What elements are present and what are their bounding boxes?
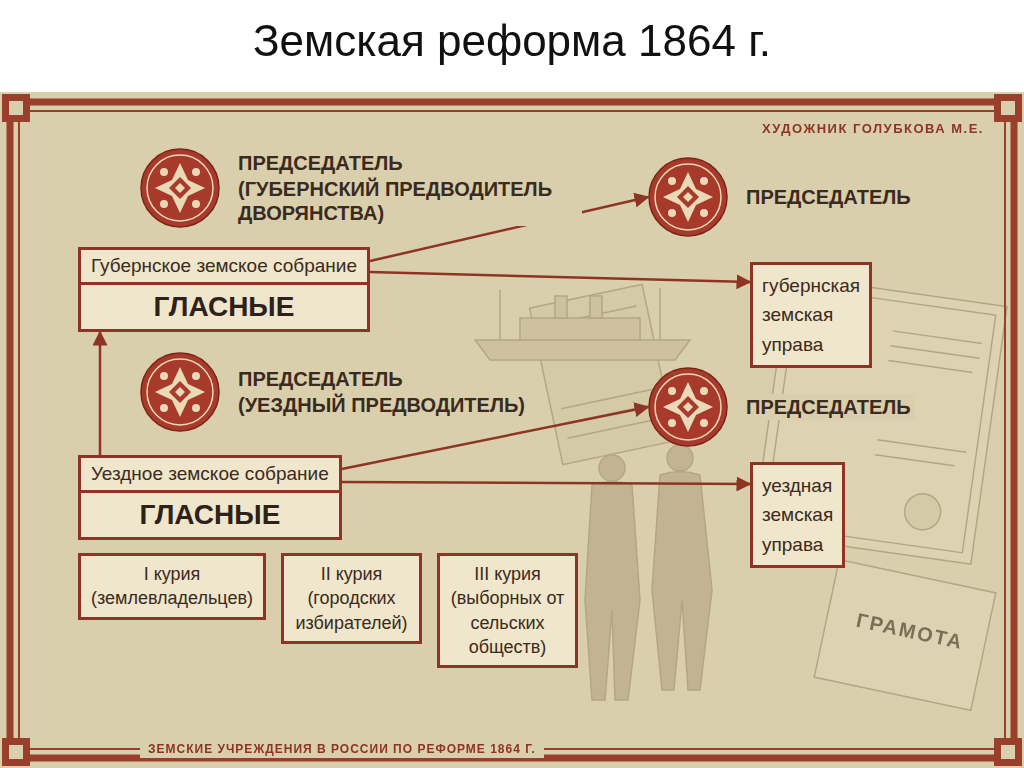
- node-heading: III курия: [449, 562, 566, 586]
- curia-box: I курия(землевладельцев): [78, 553, 266, 620]
- board-box: уездная земская управа: [750, 462, 845, 568]
- node-text: (УЕЗДНЫЙ ПРЕДВОДИТЕЛЬ): [234, 392, 529, 418]
- ornament-circle: [648, 367, 728, 447]
- chairman-emblem: ПРЕДСЕДАТЕЛЬ: [648, 367, 915, 447]
- node-heading: II курия: [293, 562, 410, 586]
- frame-corners: [2, 94, 1022, 766]
- ornament-disc: [649, 158, 727, 236]
- chairman-label: ПРЕДСЕДАТЕЛЬ(УЕЗДНЫЙ ПРЕДВОДИТЕЛЬ): [234, 366, 529, 418]
- node-heading: Уездное земское собрание: [81, 458, 339, 493]
- ornament-circle: [648, 157, 728, 237]
- ornament-disc: [141, 353, 219, 431]
- curia-box: III курия(выборных от сельских обществ): [437, 553, 578, 668]
- arrow-connector: [99, 332, 102, 455]
- artist-credit: ХУДОЖНИК ГОЛУБКОВА М.Е.: [762, 121, 984, 136]
- assembly-box: Уездное земское собраниеГЛАСНЫЕ: [78, 455, 342, 540]
- paper-sheet: [814, 560, 995, 711]
- chairman-label: ПРЕДСЕДАТЕЛЬ(ГУБЕРНСКИЙ ПРЕДВОДИТЕЛЬ ДВО…: [234, 150, 582, 226]
- chairman-emblem: ПРЕДСЕДАТЕЛЬ: [648, 157, 915, 237]
- node-text: ГЛАСНЫЕ: [81, 285, 367, 329]
- chairman-label: ПРЕДСЕДАТЕЛЬ: [742, 394, 915, 420]
- ornament-pattern: [155, 163, 205, 213]
- chairman-emblem: ПРЕДСЕДАТЕЛЬ(ГУБЕРНСКИЙ ПРЕДВОДИТЕЛЬ ДВО…: [140, 148, 582, 228]
- node-heading: Губернское земское собрание: [81, 250, 367, 285]
- node-text: (землевладельцев): [90, 586, 254, 610]
- ornament-ring: [147, 359, 213, 425]
- node-heading: губернская земская управа: [762, 271, 860, 359]
- board-box: губернская земская управа: [750, 262, 872, 368]
- node-heading: I курия: [90, 562, 254, 586]
- node-heading: уездная земская управа: [762, 471, 833, 559]
- node-text: (городских избирателей): [293, 586, 410, 635]
- node-heading: ПРЕДСЕДАТЕЛЬ: [234, 366, 529, 392]
- slide-title: Земская реформа 1864 г.: [0, 16, 1024, 66]
- poster-caption: ЗЕМСКИЕ УЧРЕЖДЕНИЯ В РОССИИ ПО РЕФОРМЕ 1…: [140, 740, 544, 758]
- arrow-connector: [342, 482, 750, 484]
- node-heading: ПРЕДСЕДАТЕЛЬ: [742, 184, 915, 210]
- steamship: [475, 288, 690, 360]
- curia-box: II курия(городских избирателей): [281, 553, 422, 644]
- ornament-circle: [140, 148, 220, 228]
- frame-corner-insets: [9, 101, 1015, 759]
- frame-outer-line: [10, 102, 1014, 758]
- ornament-disc: [141, 149, 219, 227]
- poster-ground: [0, 92, 1024, 768]
- chairman-emblem: ПРЕДСЕДАТЕЛЬ(УЕЗДНЫЙ ПРЕДВОДИТЕЛЬ): [140, 352, 529, 432]
- ornament-ring: [147, 155, 213, 221]
- ornament-ring: [655, 164, 721, 230]
- node-text: ГЛАСНЫЕ: [81, 493, 339, 537]
- frame-inner-line: [19, 111, 1005, 749]
- node-text: (ГУБЕРНСКИЙ ПРЕДВОДИТЕЛЬ ДВОРЯНСТВА): [234, 176, 582, 226]
- chairman-label: ПРЕДСЕДАТЕЛЬ: [742, 184, 915, 210]
- ornament-pattern: [663, 172, 713, 222]
- ornament-circle: [140, 352, 220, 432]
- assembly-box: Губернское земское собраниеГЛАСНЫЕ: [78, 247, 370, 332]
- newspaper: [530, 284, 676, 464]
- ornament-disc: [649, 368, 727, 446]
- ornament-pattern: [155, 367, 205, 417]
- node-text: (выборных от сельских обществ): [449, 586, 566, 659]
- ornament-pattern: [663, 382, 713, 432]
- document-inscription: ГРАМОТА: [854, 609, 966, 654]
- arrow-connector: [370, 272, 750, 282]
- ornament-ring: [655, 374, 721, 440]
- node-heading: ПРЕДСЕДАТЕЛЬ: [234, 150, 582, 176]
- node-heading: ПРЕДСЕДАТЕЛЬ: [742, 394, 915, 420]
